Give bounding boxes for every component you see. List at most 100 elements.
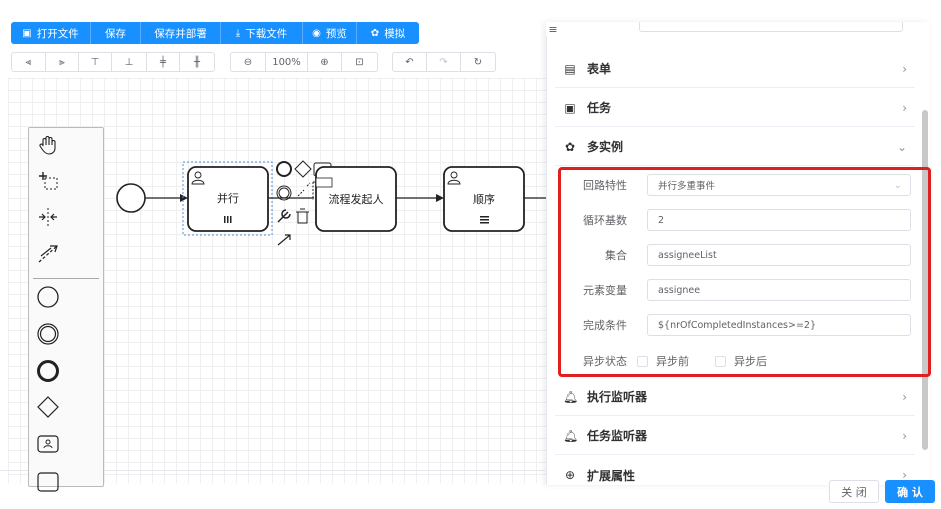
subprocess-icon[interactable] <box>35 468 61 494</box>
user-task-icon[interactable] <box>35 431 61 457</box>
zoom-toolbar: ⊖ 100% ⊕ ⊡ <box>230 52 378 72</box>
task-sequential-label: 顺序 <box>473 193 495 206</box>
tool-palette <box>28 127 104 492</box>
align-left-button[interactable]: ⫷ <box>11 52 46 72</box>
loop-cardinality-input[interactable]: 2 <box>647 209 911 231</box>
redo-icon: ↷ <box>439 56 448 68</box>
fit-view-button[interactable]: ⊡ <box>342 52 378 72</box>
context-connect-icon <box>277 234 291 246</box>
properties-panel: ▤ 表单 › ▣ 任务 › ✿ 多实例 ⌄ 回路特性 并行多重事件 ⌄ 循环基数… <box>546 22 930 485</box>
confirm-button[interactable]: 确 认 <box>885 480 935 503</box>
async-after-checkbox[interactable]: 异步后 <box>715 353 767 369</box>
save-button[interactable]: 保存 <box>91 22 141 44</box>
chevron-right-icon: › <box>902 428 907 443</box>
context-annotation-icon <box>297 181 317 200</box>
process-diagram <box>116 160 548 246</box>
chevron-down-icon: ⌄ <box>893 179 902 191</box>
element-variable-row: 元素变量 assignee <box>555 279 911 301</box>
panel-toggle-icon[interactable]: ≡ <box>546 22 560 36</box>
start-event <box>116 183 146 213</box>
fit-view-icon: ⊡ <box>355 56 364 68</box>
section-extension-properties[interactable]: ⊕ 扩展属性 › <box>564 468 907 483</box>
plus-circle-icon: ⊕ <box>564 468 576 482</box>
async-row: 异步状态 异步前 异步后 <box>583 353 767 369</box>
completion-condition-input[interactable]: ${nrOfCompletedInstances>=2} <box>647 314 911 336</box>
collection-input[interactable]: assigneeList <box>647 244 911 266</box>
gear-icon: ✿ <box>370 27 380 39</box>
loop-characteristics-select[interactable]: 并行多重事件 ⌄ <box>647 174 911 196</box>
align-center-icon: ╪ <box>159 56 167 68</box>
context-delete-icon <box>296 208 309 224</box>
download-icon: ⤓ <box>235 27 241 39</box>
section-task-listener[interactable]: 🔔︎ 任务监听器 › <box>555 417 915 455</box>
palette-separator <box>33 278 99 279</box>
task-sequential <box>443 166 525 232</box>
gateway-icon[interactable] <box>35 394 61 420</box>
hand-tool-icon[interactable] <box>35 132 61 158</box>
gear-icon: ✿ <box>564 139 576 154</box>
start-event-icon[interactable] <box>35 284 61 310</box>
main-toolbar: ▣打开文件 保存 保存并部署 ⤓下载文件 ◉预览 ✿模拟 <box>11 22 419 44</box>
history-toolbar: ↶ ↷ ↻ <box>392 52 496 72</box>
align-top-icon: ⊤ <box>90 56 100 68</box>
align-toolbar: ⫷ ⫸ ⊤ ⊥ ╪ ╫ <box>11 52 215 72</box>
task-parallel <box>187 166 269 232</box>
redo-button[interactable]: ↷ <box>427 52 461 72</box>
section-multi-instance[interactable]: ✿ 多实例 ⌄ <box>555 128 915 166</box>
align-middle-icon: ╫ <box>193 56 201 68</box>
completion-condition-row: 完成条件 ${nrOfCompletedInstances>=2} <box>555 314 911 336</box>
collection-row: 集合 assigneeList <box>555 244 911 266</box>
panel-top-input[interactable] <box>639 22 903 32</box>
open-file-button[interactable]: ▣打开文件 <box>11 22 91 44</box>
refresh-icon: ↻ <box>473 56 483 68</box>
bell-icon: 🔔︎ <box>563 428 579 443</box>
chevron-right-icon: › <box>902 100 907 115</box>
align-bottom-button[interactable]: ⊥ <box>112 52 147 72</box>
section-execution-listener[interactable]: 🔔︎ 执行监听器 › <box>555 378 915 416</box>
chevron-right-icon: › <box>902 389 907 404</box>
zoom-out-button[interactable]: ⊖ <box>230 52 266 72</box>
folder-open-icon: ▣ <box>22 27 32 39</box>
panel-scrollbar[interactable] <box>922 110 928 450</box>
intermediate-event-icon[interactable] <box>35 321 61 347</box>
download-file-button[interactable]: ⤓下载文件 <box>221 22 303 44</box>
save-deploy-button[interactable]: 保存并部署 <box>141 22 221 44</box>
context-wrench-icon <box>277 209 291 223</box>
align-right-button[interactable]: ⫸ <box>46 52 79 72</box>
align-left-icon: ⫷ <box>25 56 32 68</box>
align-top-button[interactable]: ⊤ <box>79 52 112 72</box>
parallel-multi-instance-icon <box>224 216 232 223</box>
undo-button[interactable]: ↶ <box>392 52 427 72</box>
align-right-icon: ⫸ <box>59 56 65 68</box>
chevron-down-icon: ⌄ <box>896 139 907 154</box>
eye-icon: ◉ <box>312 27 321 39</box>
align-center-button[interactable]: ╪ <box>147 52 180 72</box>
end-event-icon[interactable] <box>35 358 61 384</box>
sequential-multi-instance-icon <box>480 216 489 224</box>
highlight-box <box>558 167 931 377</box>
section-task[interactable]: ▣ 任务 › <box>555 89 915 127</box>
task-initiator <box>315 166 397 232</box>
simulate-button[interactable]: ✿模拟 <box>357 22 419 44</box>
lasso-tool-icon[interactable] <box>35 168 61 194</box>
chevron-right-icon: › <box>902 61 907 76</box>
section-form[interactable]: ▤ 表单 › <box>555 50 915 88</box>
close-button[interactable]: 关 闭 <box>829 480 879 503</box>
context-end-event-icon <box>276 161 292 177</box>
preview-button[interactable]: ◉预览 <box>303 22 357 44</box>
task-parallel-label: 并行 <box>217 192 239 205</box>
zoom-out-icon: ⊖ <box>243 56 253 68</box>
loop-cardinality-row: 循环基数 2 <box>555 209 911 231</box>
align-bottom-icon: ⊥ <box>124 56 134 68</box>
space-tool-icon[interactable] <box>35 204 61 230</box>
loop-characteristics-row: 回路特性 并行多重事件 ⌄ <box>555 174 911 196</box>
canvas-divider <box>0 470 545 471</box>
checklist-icon: ▣ <box>564 100 576 115</box>
refresh-button[interactable]: ↻ <box>461 52 496 72</box>
zoom-level: 100% <box>266 52 308 72</box>
align-middle-button[interactable]: ╫ <box>180 52 215 72</box>
global-connect-tool-icon[interactable] <box>35 240 61 266</box>
zoom-in-button[interactable]: ⊕ <box>308 52 342 72</box>
element-variable-input[interactable]: assignee <box>647 279 911 301</box>
async-before-checkbox[interactable]: 异步前 <box>637 353 689 369</box>
